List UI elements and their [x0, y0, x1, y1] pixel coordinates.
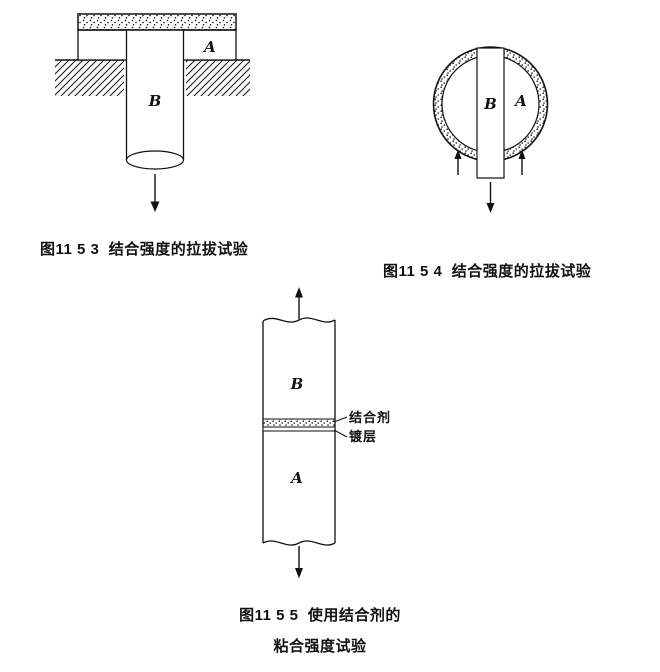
label-A: A: [513, 92, 527, 110]
pull-up-arrow-icon: [295, 287, 303, 319]
rod-rounded-end: [125, 150, 185, 170]
figure-1-caption: 图11 5 3 结合强度的拉拔试验: [40, 241, 249, 258]
figure-3-caption-line1: 图11 5 5 使用结合剂的: [239, 607, 401, 624]
figure-1-pull-test-diagram: A B: [55, 13, 250, 212]
annotation-plating: 镀层: [349, 429, 377, 444]
break-line-top: [262, 317, 336, 323]
break-line-bottom: [262, 540, 336, 546]
plating-band: [262, 426, 336, 432]
pull-down-arrow-icon: [295, 546, 303, 579]
figure-2-caption: 图11 5 4 结合强度的拉拔试验: [383, 263, 592, 280]
hatched-support-left: [55, 60, 124, 96]
pull-force-arrow-icon: [150, 174, 160, 212]
label-B: B: [483, 95, 497, 113]
pull-rod-B: [125, 30, 185, 170]
label-A: A: [202, 38, 216, 56]
label-B: B: [290, 375, 304, 393]
annotation-adhesive: 结合剂: [349, 410, 391, 425]
figure-3-caption: 图11 5 5 使用结合剂的 粘合强度试验: [205, 600, 435, 662]
coating-layer: [77, 13, 237, 31]
adhesive-band: [262, 418, 336, 428]
figure-3-adhesive-test-diagram: 结合剂 镀层 B A: [262, 287, 391, 579]
support-fixture-hatching: [55, 59, 250, 96]
figure-2-pull-test-diagram: B A: [432, 46, 549, 213]
hatched-support-right: [186, 60, 250, 96]
label-A: A: [289, 469, 303, 487]
annotation-leader-lines: [333, 416, 348, 438]
pull-strip-B: [476, 47, 505, 179]
adhesive-joint: [262, 418, 336, 432]
reaction-arrow-right-icon: [518, 149, 526, 175]
pull-force-arrow-icon: [486, 182, 495, 213]
label-B: B: [148, 92, 162, 110]
figure-3-caption-line2: 粘合强度试验: [273, 638, 367, 655]
reaction-arrow-left-icon: [454, 149, 462, 175]
